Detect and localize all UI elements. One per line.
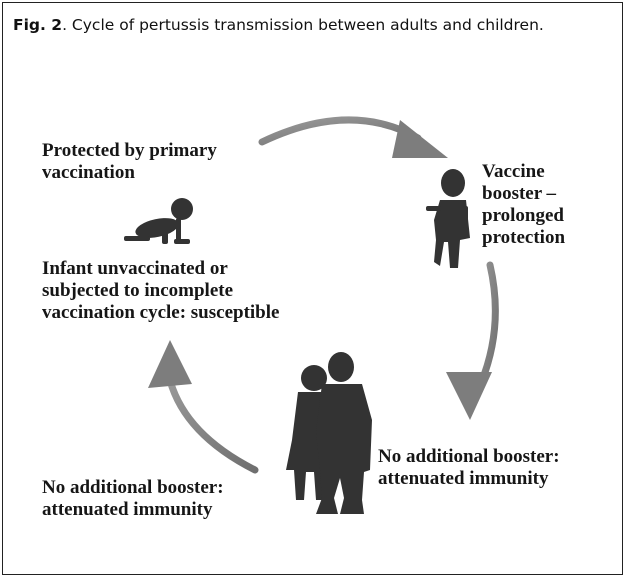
figure-caption: Fig. 2. Cycle of pertussis transmission … xyxy=(13,15,613,35)
figure-label: Fig. 2 xyxy=(13,16,63,34)
adult-couple-icon xyxy=(286,352,372,514)
crawling-baby-icon xyxy=(124,198,193,244)
arrow-top xyxy=(258,116,448,158)
arrow-right xyxy=(446,261,499,420)
label-infant: Infant unvaccinated or subjected to inco… xyxy=(42,258,280,323)
label-protected: Protected by primary vaccination xyxy=(42,140,217,183)
toddler-icon xyxy=(426,169,470,268)
label-booster: Vaccine booster – prolonged protection xyxy=(482,161,566,248)
label-no-booster-right: No additional booster: attenuated immuni… xyxy=(378,446,560,489)
label-no-booster-left: No additional booster: attenuated immuni… xyxy=(42,477,224,520)
arrow-left xyxy=(148,340,259,474)
caption-text: . Cycle of pertussis transmission betwee… xyxy=(62,16,544,34)
